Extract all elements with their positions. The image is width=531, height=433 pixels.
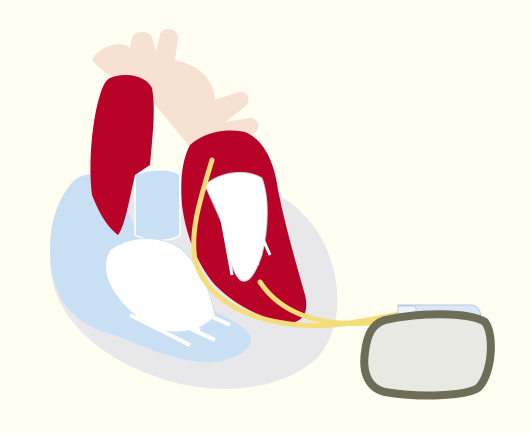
svc-vessel xyxy=(135,170,180,241)
pacemaker-generator xyxy=(364,314,491,395)
